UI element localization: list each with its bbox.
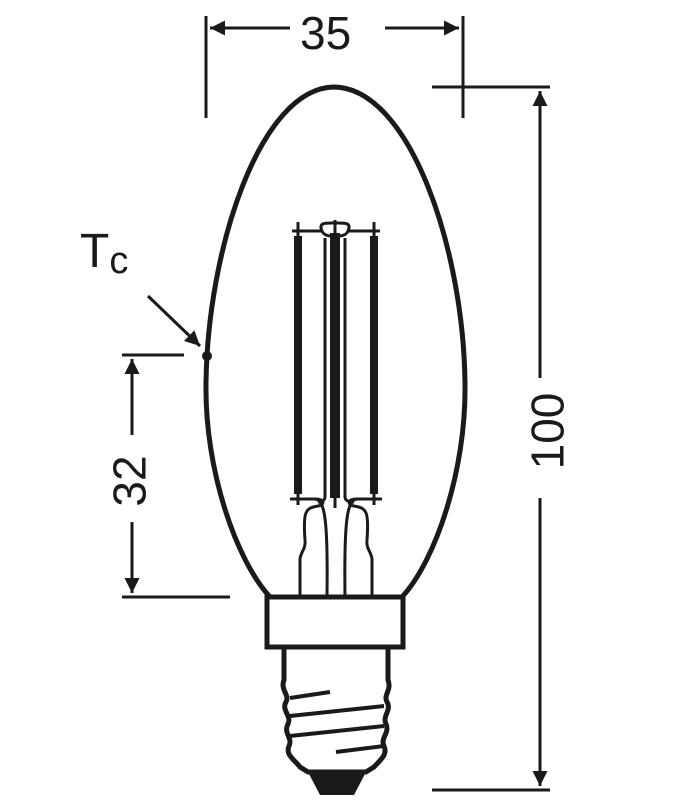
- filament-top-support: [292, 220, 380, 238]
- screw-base: [280, 647, 392, 775]
- tc-label: Tc: [80, 225, 129, 282]
- height-dimension-label: 100: [521, 388, 573, 474]
- glass-bulb-outline: [203, 84, 468, 599]
- width-dimension: [204, 16, 465, 118]
- height-dimension: [432, 85, 550, 792]
- tc-label-subscript: c: [109, 240, 129, 282]
- tc-height-dimension: [122, 353, 230, 599]
- tc-label-main: T: [80, 225, 110, 278]
- tc-height-dimension-label: 32: [104, 451, 156, 511]
- tc-pointer: [146, 294, 212, 361]
- base-contact: [308, 772, 366, 795]
- stem: [298, 238, 374, 598]
- neck-collar: [264, 594, 406, 650]
- width-dimension-label: 35: [296, 10, 356, 56]
- filaments: [294, 233, 378, 498]
